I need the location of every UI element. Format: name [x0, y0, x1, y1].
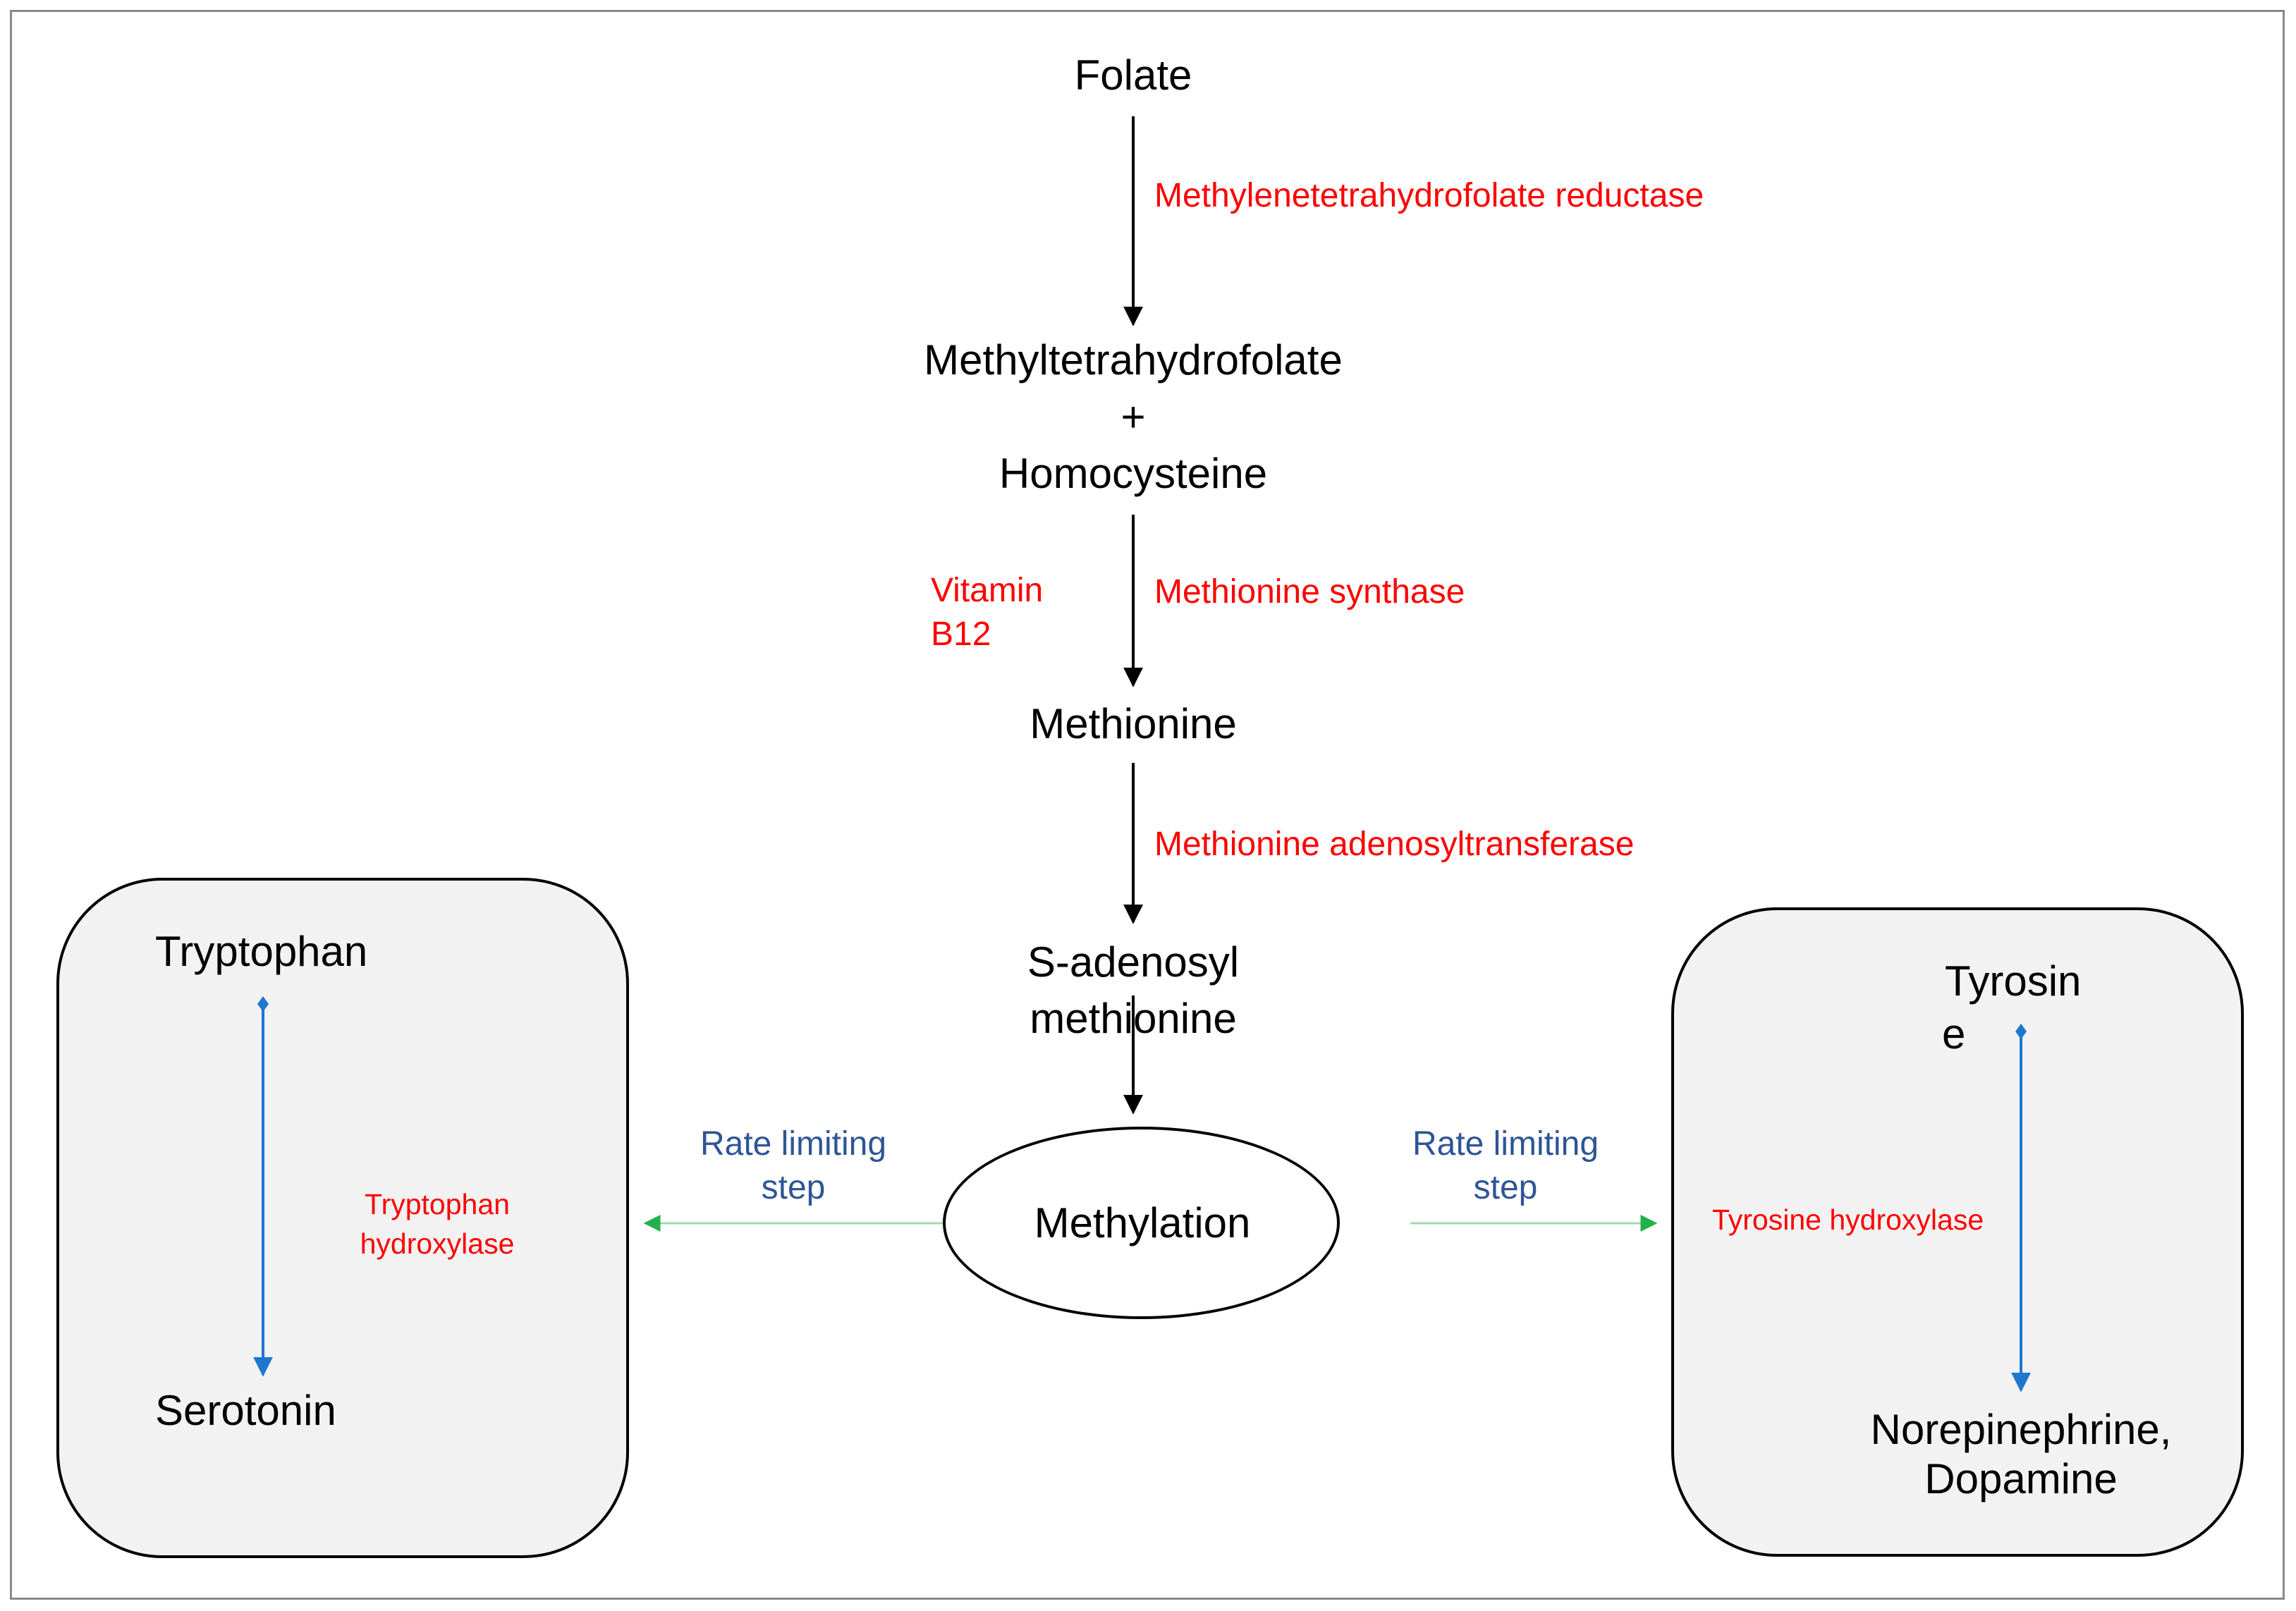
vitamin-b12-line2: B12	[931, 615, 991, 653]
left-rate-limiting-line2: step	[761, 1169, 826, 1206]
homocysteine-label: Homocysteine	[999, 450, 1268, 497]
methyltetrahydrofolate-label: Methyltetrahydrofolate	[924, 336, 1343, 384]
tryptophan-pathway-box	[56, 878, 629, 1558]
plus-sign: +	[1120, 393, 1146, 441]
methionine-synthase-label: Methionine synthase	[1154, 573, 1465, 611]
left-rate-limiting-line1: Rate limiting	[700, 1125, 887, 1163]
same-line1: S-adenosyl	[1027, 938, 1240, 986]
serotonin-label: Serotonin	[155, 1387, 336, 1434]
tryptophan-label: Tryptophan	[155, 928, 368, 975]
mthfr-enzyme-label: Methylenetetrahydrofolate reductase	[1154, 177, 1704, 214]
tyrosine-line1: Tyrosin	[1945, 957, 2082, 1005]
diamond-tryptophan	[257, 996, 269, 1012]
vitamin-b12-line1: Vitamin	[931, 572, 1044, 609]
mat-enzyme-label: Methionine adenosyltransferase	[1154, 826, 1635, 863]
diamond-tyrosine	[2015, 1024, 2027, 1039]
tyrosine-pathway-box	[1671, 907, 2244, 1557]
same-line2: methionine	[1030, 995, 1237, 1042]
tyrosine-hydroxylase-label: Tyrosine hydroxylase	[1712, 1203, 1984, 1236]
right-rate-limiting-line2: step	[1473, 1169, 1538, 1206]
norepinephrine-line1: Norepinephrine,	[1870, 1406, 2172, 1453]
tyrosine-line2: e	[1942, 1010, 1966, 1058]
figure-frame	[10, 10, 2285, 1600]
methionine-label: Methionine	[1030, 700, 1237, 747]
folate-label: Folate	[1074, 51, 1192, 99]
right-rate-limiting-line1: Rate limiting	[1412, 1125, 1599, 1163]
dopamine-line2: Dopamine	[1924, 1455, 2118, 1502]
tryptophan-hydroxylase-line1: Tryptophan	[365, 1188, 510, 1220]
methylation-ellipse	[943, 1127, 1340, 1319]
methylation-label: Methylation	[1034, 1199, 1251, 1246]
tryptophan-hydroxylase-line2: hydroxylase	[360, 1227, 515, 1260]
